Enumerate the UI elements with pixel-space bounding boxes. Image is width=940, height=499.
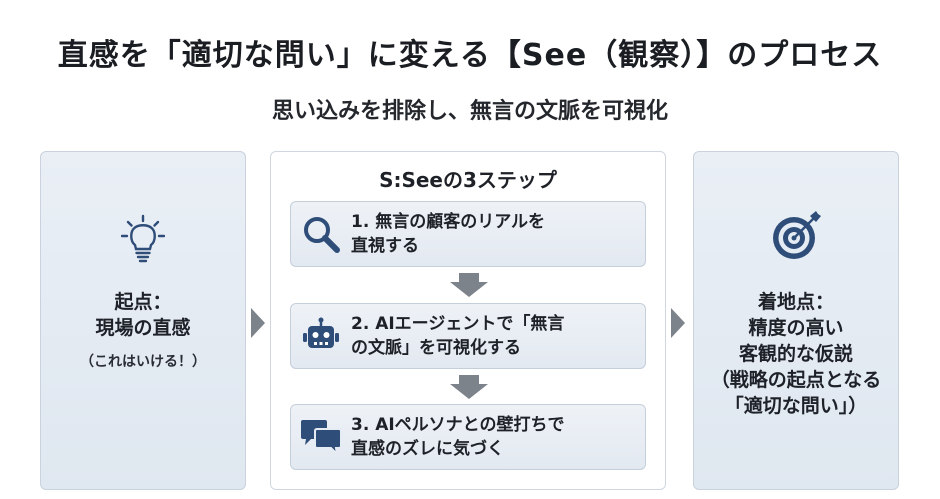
see-steps-panel: S:Seeの3ステップ 1. 無言の顧客のリアルを 直視する: [270, 151, 666, 490]
start-description: 現場の直感: [95, 317, 191, 339]
landing-label: 着地点：: [757, 291, 834, 313]
step-1-text: 1. 無言の顧客のリアルを 直視する: [351, 210, 553, 258]
step-2-box: 2. AIエージェントで「無言 の文脈」を可視化する: [290, 303, 646, 369]
robot-icon: [291, 317, 351, 355]
landing-line3: 客観的な仮説: [738, 343, 853, 365]
step-3-box: 3. AIペルソナとの壁打ちで 直感のズレに気づく: [290, 404, 646, 470]
landing-line4: （戦略の起点となる: [710, 369, 882, 391]
start-point-text: 起点： 現場の直感 （これはいける！）: [41, 289, 245, 375]
landing-line2: 精度の高い: [748, 317, 844, 339]
landing-point-text: 着地点： 精度の高い 客観的な仮説 （戦略の起点となる 「適切な問い」）: [694, 289, 898, 419]
start-point-panel: 起点： 現場の直感 （これはいける！）: [40, 151, 246, 490]
step-3-line1: 3. AIペルソナとの壁打ちで: [351, 415, 565, 435]
magnifier-icon: [291, 214, 351, 254]
down-arrow-icon: [450, 375, 488, 399]
landing-line5: 「適切な問い」）: [724, 395, 868, 417]
right-arrow-icon: [671, 308, 685, 338]
step-3-line2: 直感のズレに気づく: [351, 439, 504, 459]
page-subtitle: 思い込みを排除し、無言の文脈を可視化: [271, 99, 668, 124]
start-label: 起点：: [114, 291, 172, 313]
step-1-line1: 1. 無言の顧客のリアルを: [351, 212, 546, 232]
step-2-line1: 2. AIエージェントで「無言: [351, 314, 565, 334]
steps-heading: S:Seeの3ステップ: [379, 168, 557, 192]
down-arrow-icon: [450, 273, 488, 297]
start-note: （これはいける！）: [80, 354, 206, 370]
step-1-box: 1. 無言の顧客のリアルを 直視する: [290, 201, 646, 267]
step-1-line2: 直視する: [351, 236, 419, 256]
step-2-text: 2. AIエージェントで「無言 の文脈」を可視化する: [351, 312, 572, 360]
landing-point-panel: 着地点： 精度の高い 客観的な仮説 （戦略の起点となる 「適切な問い」）: [693, 151, 899, 490]
step-3-text: 3. AIペルソナとの壁打ちで 直感のズレに気づく: [351, 413, 573, 461]
lightbulb-icon: [41, 214, 245, 264]
right-arrow-icon: [251, 308, 265, 338]
step-2-line2: の文脈」を可視化する: [351, 338, 521, 358]
chat-bubbles-icon: [291, 419, 351, 455]
page-title: 直感を「適切な問い」に変える【See（観察）】のプロセス: [57, 38, 883, 73]
target-icon: [694, 210, 898, 262]
